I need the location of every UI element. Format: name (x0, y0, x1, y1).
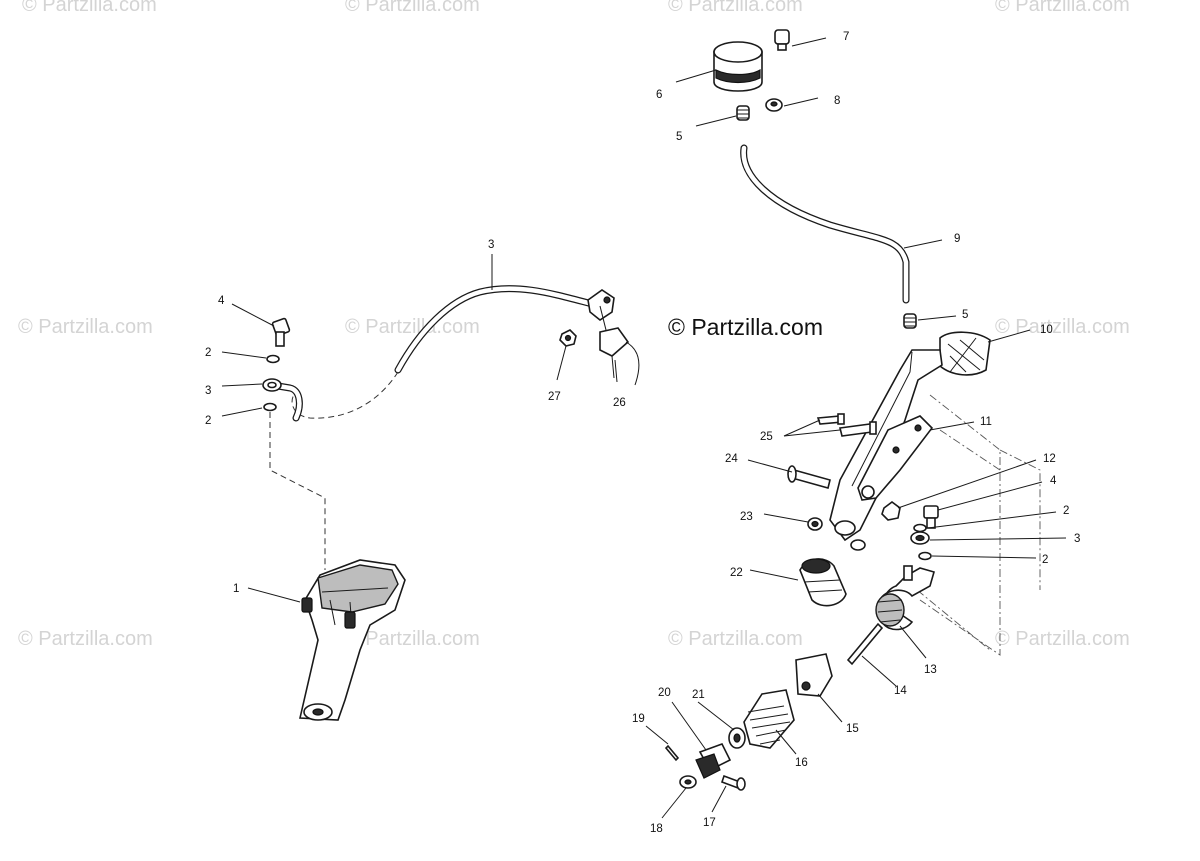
watermark: © Partzilla.com (18, 628, 153, 650)
callout-label: 25 (760, 431, 773, 443)
washer (728, 727, 746, 749)
retaining-clip (795, 653, 833, 697)
watermark: © Partzilla.com (345, 316, 480, 338)
callout-label: 3 (205, 385, 211, 397)
brake-caliper (299, 559, 406, 721)
callout-labels: 1 2 3 2 4 3 27 26 6 7 5 8 9 5 10 25 11 2… (205, 31, 1080, 835)
callout-label: 4 (1050, 475, 1057, 487)
clevis (695, 743, 732, 779)
banjo-bolt (271, 317, 291, 347)
hose-clamp (903, 313, 917, 329)
callout-label: 20 (658, 687, 671, 699)
banjo-bolt (923, 505, 939, 529)
callout-label: 2 (1042, 554, 1048, 566)
nut (881, 501, 901, 521)
callout-label: 16 (795, 757, 808, 769)
callout-label: 12 (1043, 453, 1056, 465)
washer (266, 354, 280, 364)
return-spring (743, 689, 795, 749)
callout-label: 10 (1040, 324, 1053, 336)
callout-label: 26 (613, 397, 626, 409)
washer (918, 551, 932, 561)
bushing (807, 517, 823, 531)
callout-label: 24 (725, 453, 738, 465)
callout-label: 6 (656, 89, 662, 101)
nut (679, 775, 697, 789)
washer (263, 402, 277, 412)
master-cylinder (875, 565, 935, 631)
nut (765, 98, 783, 112)
callout-label: 14 (894, 685, 907, 697)
callout-label: 18 (650, 823, 663, 835)
watermark: © Partzilla.com (995, 0, 1130, 16)
banjo-fitting (910, 531, 930, 545)
brake-line (268, 285, 604, 422)
callout-label: 17 (703, 817, 716, 829)
watermark: © Partzilla.com (22, 0, 157, 16)
callout-label: 19 (632, 713, 645, 725)
callout-label: 7 (843, 31, 849, 43)
watermark: © Partzilla.com (668, 628, 803, 650)
watermark: © Partzilla.com (995, 316, 1130, 338)
pivot-bolt (787, 465, 831, 489)
watermark: © Partzilla.com (345, 628, 480, 650)
nut (559, 329, 577, 347)
watermark: © Partzilla.com (18, 316, 153, 338)
clevis (857, 415, 934, 501)
callout-label: 5 (676, 131, 682, 143)
callout-label: 5 (962, 309, 968, 321)
bolt (816, 413, 845, 425)
push-rod (846, 622, 884, 666)
callout-label: 1 (233, 583, 239, 595)
bolt (839, 421, 877, 437)
assembly-guide (904, 394, 1041, 656)
reservoir-cap (713, 41, 763, 92)
callout-label: 9 (954, 233, 960, 245)
washer (913, 523, 927, 533)
callout-label: 11 (980, 416, 992, 428)
callout-label: 2 (205, 415, 211, 427)
cotter-pin (664, 744, 680, 762)
reservoir-hose (740, 144, 910, 304)
callout-label: 21 (692, 689, 705, 701)
banjo-fitting (262, 378, 282, 392)
callout-label: 2 (1063, 505, 1069, 517)
callout-label: 23 (740, 511, 753, 523)
clevis-pin (720, 774, 746, 791)
brake-switch-bracket (587, 289, 640, 386)
callout-label: 13 (924, 664, 937, 676)
callout-label: 8 (834, 95, 840, 107)
leader-lines (221, 37, 1067, 819)
watermark: © Partzilla.com (345, 0, 480, 16)
screw (774, 29, 790, 51)
callout-label: 3 (1074, 533, 1080, 545)
callout-label: 4 (218, 295, 225, 307)
callout-label: 3 (488, 239, 494, 251)
assembly-line (269, 412, 326, 570)
center-watermark: © Partzilla.com (668, 314, 823, 340)
watermark: © Partzilla.com (668, 0, 803, 16)
watermark: © Partzilla.com (995, 628, 1130, 650)
callout-label: 2 (205, 347, 211, 359)
rubber-boot (799, 558, 847, 607)
hose-clamp (736, 105, 750, 121)
callout-label: 15 (846, 723, 859, 735)
callout-label: 27 (548, 391, 561, 403)
callout-label: 22 (730, 567, 743, 579)
